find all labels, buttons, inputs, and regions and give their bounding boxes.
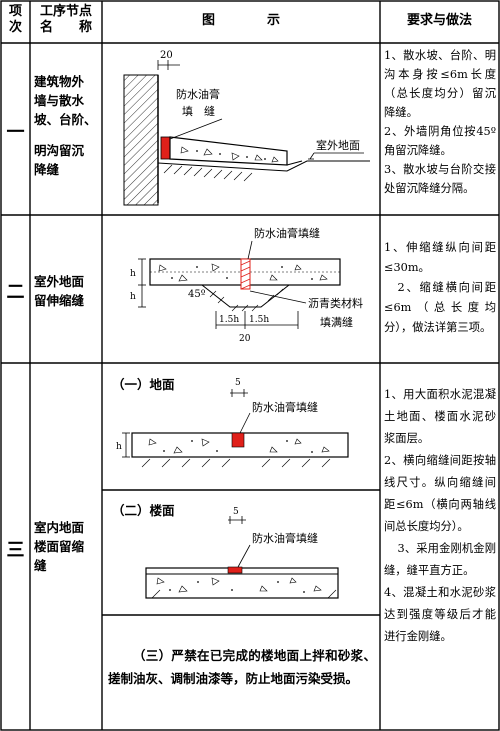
ground-seal: [231, 432, 245, 448]
diagram-exterior-wall-joint: 20 室外地面 防水油膏 填 缝: [123, 50, 370, 206]
row3-name: 室内地面 楼面留缩 缝: [34, 520, 85, 573]
dim-h: h: [116, 442, 122, 452]
label-exterior-ground: 室外地面: [316, 138, 360, 152]
label-fill-joint: 填 缝: [182, 104, 215, 118]
wall-section: [123, 74, 159, 206]
row2-number: 二: [6, 282, 25, 303]
sub1-title: （一）地面: [112, 377, 175, 392]
row3-number: 三: [6, 540, 25, 561]
diagram-indoor-ground-joint: h 5 防水油膏填缝: [116, 378, 349, 468]
row3-requirements: 1、用大面积水泥混凝土地面、楼面水泥砂浆面层。 2、横向缩缝间距按轴线尺寸。纵向…: [384, 388, 496, 643]
dim-h1: h: [130, 269, 136, 279]
label-waterproof-fill: 防水油膏填缝: [252, 400, 318, 414]
sub2-title: （二）楼面: [112, 503, 175, 518]
dim-20: 20: [239, 334, 251, 344]
waterproof-seal: [160, 136, 171, 160]
header-node-name: 工序节点名 称: [39, 4, 92, 35]
expansion-joint: [240, 258, 251, 290]
prohibition-note: （三）严禁在已完成的楼地面上拌和砂浆、搓制油灰、调制油漆等，防止地面污染受损。: [108, 648, 376, 686]
dim-1.5h-right: 1.5h: [249, 315, 269, 325]
header-diagram: 图 示: [201, 13, 280, 28]
label-waterproof-fill: 防水油膏填缝: [254, 226, 320, 240]
row2-requirements: 1、伸缩缝纵向间距≤30m。 2、缩缝横向间距≤6m（总长度均分），做法详第三项…: [384, 241, 496, 334]
dim-5: 5: [235, 378, 241, 388]
label-fill-full: 填满缝: [320, 315, 353, 329]
header-requirements: 要求与做法: [406, 13, 472, 28]
row2-name: 室外地面 留伸缩缝: [34, 274, 85, 308]
dim-5: 5: [233, 507, 239, 517]
dim-20: 20: [160, 50, 173, 61]
diagram-outdoor-expansion-joint: 45º h h 1.5h 1.5h 20 防水油膏填缝 沥青类材料 填满缝: [130, 226, 363, 344]
label-waterproof-paste: 防水油膏: [176, 87, 220, 101]
row1-requirements: 1、散水坡、台阶、明沟本身按≤6m长度（总长度均分）留沉降缝。 2、外墙阴角位按…: [384, 49, 496, 195]
row1-name: 建筑物外 墙与散水 坡、台阶、 明沟留沉 降缝: [34, 74, 97, 177]
angle-45: 45º: [188, 289, 206, 300]
label-waterproof-fill: 防水油膏填缝: [252, 531, 318, 545]
row1-number: 一: [6, 122, 25, 143]
label-asphalt: 沥青类材料: [308, 296, 363, 310]
header-item-no: 项次: [8, 4, 22, 35]
dim-h2: h: [130, 292, 136, 302]
floor-seal: [227, 566, 243, 574]
dim-1.5h-left: 1.5h: [219, 315, 239, 325]
diagram-floor-slab-joint: 5 防水油膏填缝: [145, 507, 339, 599]
